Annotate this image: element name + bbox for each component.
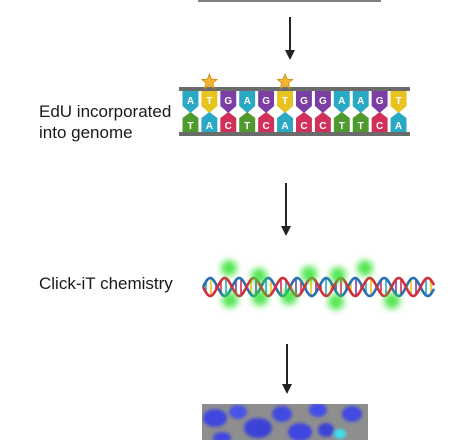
base-top — [220, 91, 237, 113]
base-top-letter: G — [376, 96, 384, 107]
base-bottom-letter: C — [376, 121, 383, 132]
base-bottom — [182, 112, 199, 132]
base-bottom — [277, 112, 293, 132]
base-top-letter: A — [357, 96, 364, 107]
base-top-letter: G — [300, 96, 308, 107]
base-bottom-letter: T — [244, 121, 250, 132]
backbone-top — [179, 87, 410, 91]
base-bottom-letter: C — [263, 121, 270, 132]
nucleus — [272, 406, 292, 422]
fluorophore-dot — [281, 289, 297, 305]
fluorophore-dot — [251, 268, 267, 284]
base-top-letter: T — [206, 96, 212, 107]
fluorophore-dot — [328, 294, 344, 310]
step-label-edu-line1: EdU incorporated — [39, 102, 172, 121]
edu-star-icon — [200, 72, 218, 90]
base-bottom-letter: C — [319, 121, 326, 132]
base-top-letter: T — [282, 96, 288, 107]
base-bottom — [314, 112, 331, 132]
base-bottom-letter: T — [187, 121, 193, 132]
base-top — [296, 91, 312, 113]
base-bottom — [333, 112, 350, 132]
nucleus — [203, 409, 227, 427]
base-top — [352, 91, 369, 113]
base-top — [333, 91, 350, 113]
backbone-bottom — [179, 132, 410, 136]
nucleus — [318, 423, 334, 437]
step-label-edu: EdU incorporated into genome — [39, 101, 171, 143]
base-top-letter: A — [338, 96, 345, 107]
base-top-letter: G — [319, 96, 327, 107]
helix-strand-red — [201, 276, 436, 298]
fluorophore-dot — [222, 292, 238, 308]
arrow-2 — [281, 183, 291, 236]
arrow-1 — [285, 17, 295, 60]
base-bottom-letter: C — [225, 121, 232, 132]
base-top-letter: A — [187, 96, 194, 107]
fluorophore-dot — [221, 260, 237, 276]
base-bottom — [371, 112, 388, 132]
fluorophore-dot — [384, 293, 400, 309]
base-top-letter: T — [395, 96, 401, 107]
fluorophore-dot — [301, 266, 317, 282]
arrow-3 — [282, 344, 292, 394]
base-bottom-letter: A — [206, 121, 213, 132]
edu-star-icon — [276, 72, 294, 90]
fluorophore-dot — [330, 267, 346, 283]
nucleus-edu — [334, 429, 346, 439]
base-bottom — [201, 112, 218, 132]
step-label-edu-line2: into genome — [39, 123, 133, 142]
base-top — [182, 91, 199, 113]
base-top — [390, 91, 407, 113]
base-top — [371, 91, 388, 113]
base-bottom — [258, 112, 275, 132]
dna-helix — [201, 260, 436, 310]
base-top — [277, 91, 293, 113]
fluorophore-dot — [252, 290, 268, 306]
base-bottom — [220, 112, 237, 132]
base-top-letter: G — [262, 96, 270, 107]
base-bottom-letter: T — [339, 121, 345, 132]
nucleus — [309, 404, 327, 417]
microscopy-image — [202, 404, 368, 440]
base-bottom-letter: C — [300, 121, 307, 132]
base-bottom — [296, 112, 312, 132]
base-top — [201, 91, 218, 113]
fluorophore-dot — [357, 260, 373, 276]
base-top-letter: G — [224, 96, 232, 107]
nucleus — [244, 418, 272, 438]
nucleus — [213, 432, 231, 440]
base-bottom-letter: A — [395, 121, 402, 132]
base-top — [258, 91, 275, 113]
base-top-letter: A — [244, 96, 251, 107]
nucleus — [229, 405, 247, 419]
base-bottom-letter: A — [281, 121, 288, 132]
nucleus — [342, 406, 362, 422]
base-top — [314, 91, 331, 113]
step-label-click-it: Click-iT chemistry — [39, 274, 173, 293]
base-bottom — [352, 112, 369, 132]
base-top — [239, 91, 256, 113]
base-bottom — [390, 112, 407, 132]
nucleus — [288, 423, 312, 440]
base-bottom — [239, 112, 256, 132]
base-bottom-letter: T — [358, 121, 364, 132]
